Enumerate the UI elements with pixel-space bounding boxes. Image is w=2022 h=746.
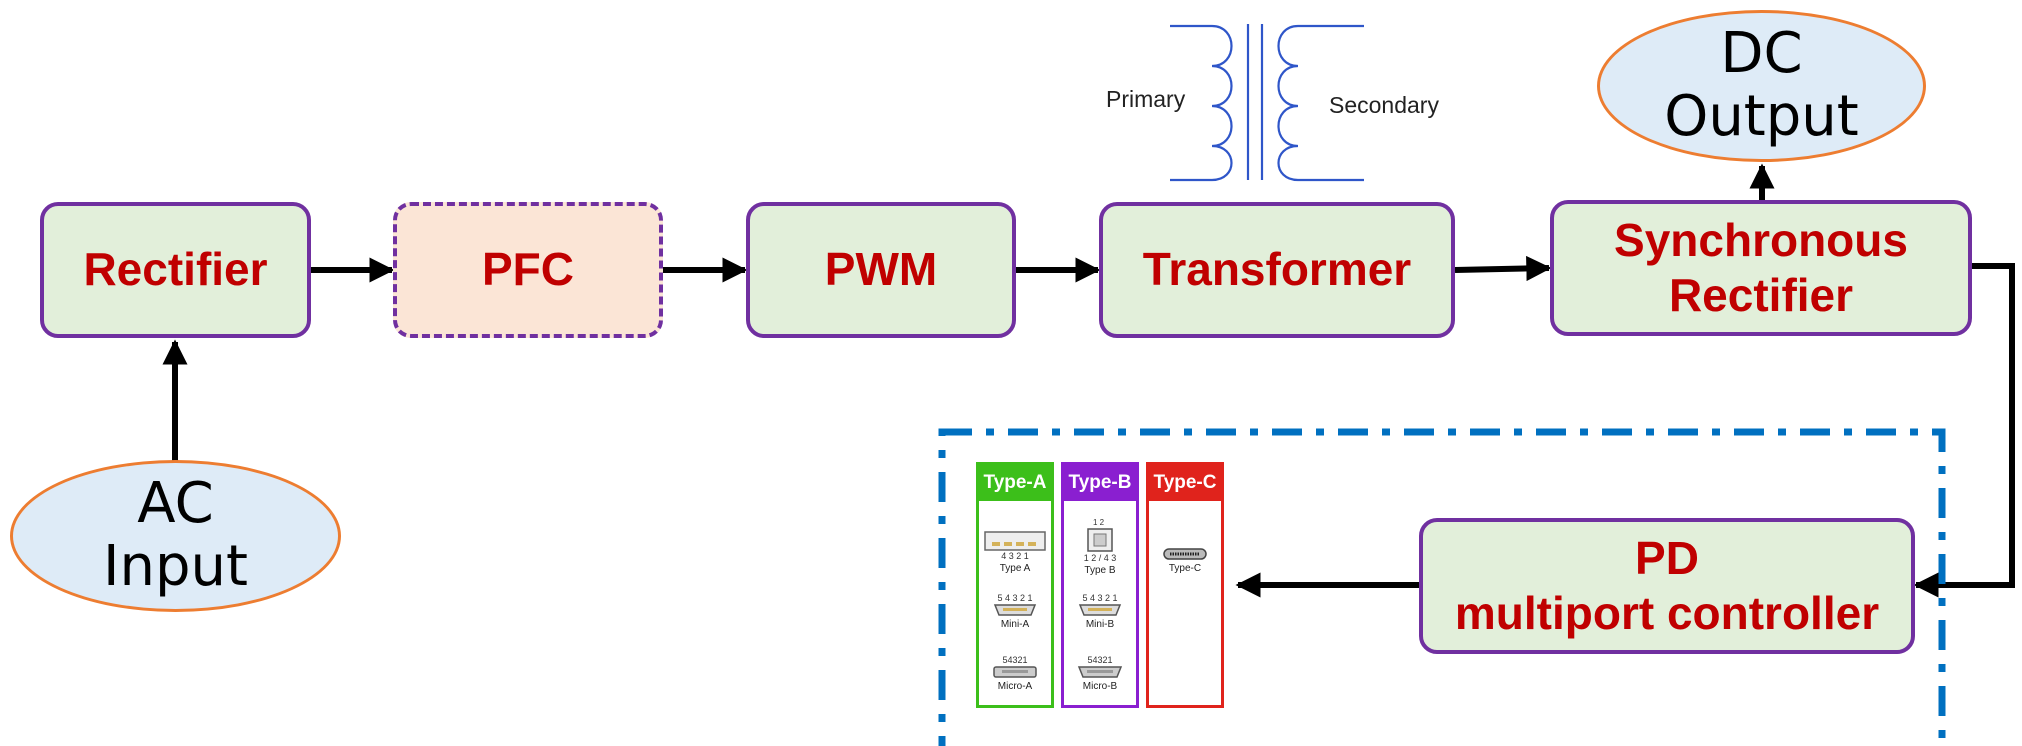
usb-micro-a-connector: 54321 Micro-A [979, 655, 1051, 692]
usb-mini-b-pins: 5 4 3 2 1 [1082, 593, 1118, 603]
usb-mini-b-connector: 5 4 3 2 1 Mini-B [1064, 593, 1136, 630]
usb-type-c-header: Type-C [1149, 465, 1221, 501]
usb-type-a-icon [984, 531, 1046, 551]
svg-text:1 2: 1 2 [1093, 518, 1105, 527]
rectifier-block[interactable]: Rectifier [40, 202, 311, 338]
usb-micro-b-pins: 54321 [1087, 655, 1113, 665]
usb-mini-a-pins: 5 4 3 2 1 [997, 593, 1033, 603]
usb-micro-b-label: Micro-B [1082, 681, 1118, 692]
pfc-label: PFC [482, 243, 574, 296]
usb-micro-a-label: Micro-A [997, 681, 1033, 692]
usb-type-b-column: Type-B 1 2 1 2 / 4 3 Type B 5 4 3 2 1 Mi… [1061, 462, 1139, 708]
dc-output-label-line2: Output [1664, 84, 1859, 149]
pd-multiport-controller-block[interactable]: PD multiport controller [1419, 518, 1915, 654]
usb-type-a-pins: 4 3 2 1 [1001, 551, 1029, 561]
usb-type-c-column: Type-C Type-C [1146, 462, 1224, 708]
pd-label-line1: PD [1635, 531, 1699, 584]
dc-output-terminal[interactable]: DC Output [1597, 10, 1926, 162]
usb-type-b-connector: 1 2 1 2 / 4 3 Type B [1064, 517, 1136, 576]
transformer-symbol [1170, 24, 1364, 182]
pwm-block[interactable]: PWM [746, 202, 1016, 338]
primary-label: Primary [1106, 86, 1186, 112]
usb-micro-a-pins: 54321 [1002, 655, 1028, 665]
arrow-sync-rectifier-to-pd-controller [1913, 263, 2015, 598]
ac-input-label-line1: AC [137, 471, 214, 537]
usb-mini-a-label: Mini-A [1000, 619, 1030, 630]
usb-mini-a-connector: 5 4 3 2 1 Mini-A [979, 593, 1051, 630]
ac-input-label-line2: Input [102, 534, 248, 599]
pwm-label: PWM [824, 243, 938, 296]
pd-label-line2: multiport controller [1454, 587, 1880, 639]
usb-micro-a-icon [993, 666, 1037, 678]
usb-mini-b-icon [1078, 604, 1122, 616]
synchronous-rectifier-block[interactable]: Synchronous Rectifier [1550, 200, 1972, 336]
rectifier-label: Rectifier [83, 243, 268, 296]
synchronous-rectifier-label-line1: Synchronous [1614, 213, 1908, 266]
usb-micro-b-icon [1077, 666, 1123, 678]
transformer-block[interactable]: Transformer [1099, 202, 1455, 338]
usb-micro-b-connector: 54321 Micro-B [1064, 655, 1136, 692]
secondary-coil [1277, 24, 1364, 182]
dc-output-label-line1: DC [1720, 21, 1803, 87]
usb-type-a-header: Type-A [979, 465, 1051, 501]
arrow-transformer-to-sync-rectifier [1454, 255, 1552, 282]
pfc-block[interactable]: PFC [393, 202, 663, 338]
primary-coil [1170, 24, 1233, 182]
secondary-label: Secondary [1329, 92, 1439, 118]
usb-type-b-pins: 1 2 / 4 3 [1083, 553, 1117, 563]
usb-type-a-connector: 4 3 2 1 Type A [979, 531, 1051, 574]
usb-type-a-column: Type-A 4 3 2 1 Type A 5 4 3 2 1 Mini-A 5… [976, 462, 1054, 708]
usb-type-c-connector: Type-C [1149, 547, 1221, 574]
usb-type-c-icon [1163, 548, 1207, 560]
usb-type-c-label: Type-C [1168, 563, 1202, 574]
synchronous-rectifier-label-line2: Rectifier [1668, 269, 1854, 321]
transformer-label: Transformer [1142, 243, 1412, 296]
usb-mini-b-label: Mini-B [1085, 619, 1115, 630]
usb-type-b-label: Type B [1084, 565, 1116, 576]
usb-type-b-header: Type-B [1064, 465, 1136, 501]
usb-type-b-icon: 1 2 [1087, 518, 1113, 552]
usb-type-a-label: Type A [999, 563, 1031, 574]
usb-mini-a-icon [993, 604, 1037, 616]
ac-input-terminal[interactable]: AC Input [10, 460, 341, 612]
